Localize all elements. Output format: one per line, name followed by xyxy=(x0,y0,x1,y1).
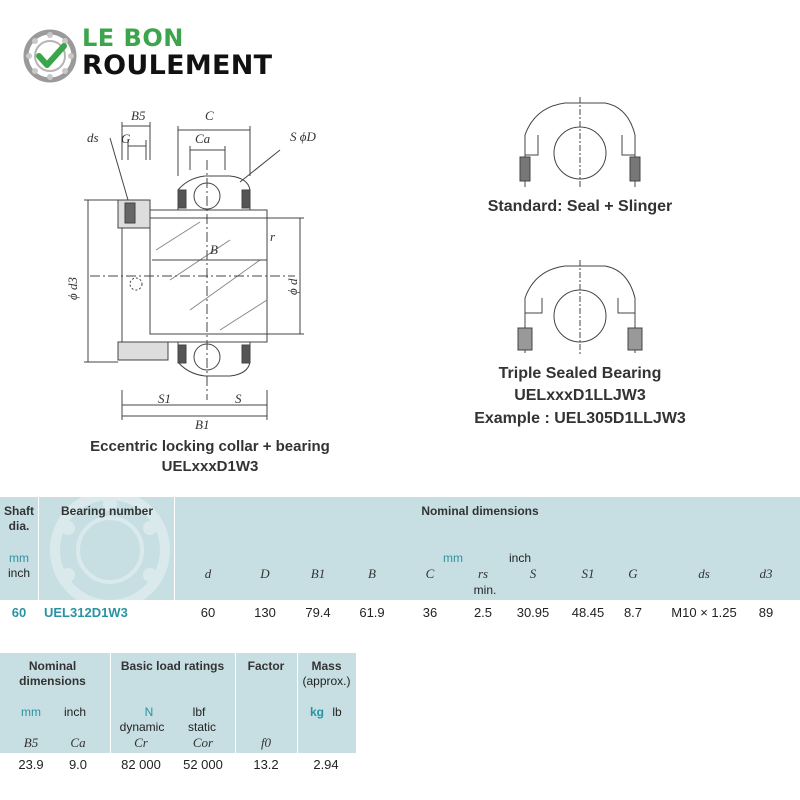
table1-nominal-dimensions-label: Nominal dimensions xyxy=(421,504,539,518)
table1-value-1: 130 xyxy=(254,605,276,620)
table1-header-band xyxy=(0,497,800,600)
label-b5: B5 xyxy=(131,108,146,123)
table2-approx-label: (approx.) xyxy=(302,674,351,688)
table2-nominal-label: Nominal xyxy=(28,659,77,673)
table2-symbol-2: Cr xyxy=(134,735,148,750)
table1-symbol-3: B xyxy=(368,566,376,581)
label-c: C xyxy=(205,108,214,123)
brand-name-line1: LE BON xyxy=(82,24,184,52)
table1-inch-unit: inch xyxy=(7,566,30,580)
label-ds: ds xyxy=(87,130,99,145)
bearing-section-drawing xyxy=(84,122,304,420)
table2-n-unit: N xyxy=(144,705,154,719)
table1-symbol-2: B1 xyxy=(310,566,326,581)
table2-value-2: 82 000 xyxy=(121,757,161,772)
table2-value-4: 13.2 xyxy=(253,757,279,772)
table1-symbol-10: d3 xyxy=(759,566,773,581)
label-r: r xyxy=(270,229,276,244)
table2-mm-unit: mm xyxy=(21,705,41,719)
triple-caption-line3: Example : UEL305D1LLJW3 xyxy=(474,410,686,427)
table2-basic-load-label: Basic load ratings xyxy=(120,659,225,673)
table1-bearing-number-label: Bearing number xyxy=(60,504,153,518)
standard-seal-drawing xyxy=(519,97,641,189)
table1-value-2: 79.4 xyxy=(305,605,331,620)
table2-symbol-3: Cor xyxy=(192,735,214,750)
table2-kg-unit: kg xyxy=(309,705,324,719)
table1-symbol-7: S1 xyxy=(581,566,595,581)
triple-caption-line1: Triple Sealed Bearing xyxy=(498,365,662,382)
table1-mm-unit-right: mm xyxy=(443,551,463,565)
brand-logo-icon xyxy=(23,29,77,83)
table2-lbf-unit: lbf xyxy=(192,705,206,719)
table1-symbol-5: rs xyxy=(477,566,489,581)
table1-symbol-4: C xyxy=(425,566,435,581)
table1-value-9: M10 × 1.25 xyxy=(671,605,737,620)
label-sphid: S ϕD xyxy=(290,129,316,144)
label-phid: ϕ d xyxy=(285,278,300,295)
table2-value-5: 2.94 xyxy=(313,757,339,772)
table1-symbol-1: D xyxy=(260,566,270,581)
table1-value-7: 48.45 xyxy=(571,605,605,620)
table1-symbol-0: d xyxy=(204,566,212,581)
label-phid3: ϕ d3 xyxy=(65,277,80,300)
table2-value-3: 52 000 xyxy=(183,757,223,772)
triple-sealed-drawing xyxy=(517,260,643,356)
table1-bearing-number-value: UEL312D1W3 xyxy=(44,605,128,620)
table2-factor-label: Factor xyxy=(247,659,285,673)
table2-dynamic-label: dynamic xyxy=(119,720,165,734)
table2-divider-2 xyxy=(235,653,236,775)
table2-symbol-0: B5 xyxy=(23,735,39,750)
triple-caption-line2: UELxxxD1LLJW3 xyxy=(514,387,646,404)
table1-divider-2 xyxy=(174,497,175,623)
table1-value-10: 89 xyxy=(758,605,774,620)
table1-value-8: 8.7 xyxy=(623,605,643,620)
table1-dia-label: dia. xyxy=(8,519,30,533)
table1-divider-1 xyxy=(38,497,39,623)
table2-header-band xyxy=(0,653,356,753)
label-b1: B1 xyxy=(195,417,210,432)
table2-static-label: static xyxy=(187,720,216,734)
standard-caption: Standard: Seal + Slinger xyxy=(487,198,673,215)
label-s: S xyxy=(235,391,242,406)
main-drawing-caption-line2: UELxxxD1W3 xyxy=(161,458,259,475)
table1-value-3: 61.9 xyxy=(359,605,385,620)
table1-rs-min-label: min. xyxy=(473,583,497,597)
table1-value-5: 2.5 xyxy=(473,605,493,620)
table1-symbol-6: S xyxy=(529,566,537,581)
table1-mm-unit: mm xyxy=(9,551,29,565)
table1-value-6: 30.95 xyxy=(516,605,550,620)
table2-value-0: 23.9 xyxy=(18,757,44,772)
label-g: G xyxy=(121,131,131,146)
table2-divider-1 xyxy=(110,653,111,775)
label-b: B xyxy=(210,242,218,257)
table2-mass-label: Mass xyxy=(311,659,342,673)
table2-symbol-1: Ca xyxy=(70,735,86,750)
table2-value-1: 9.0 xyxy=(68,757,88,772)
table2-lb-unit: lb xyxy=(332,705,342,719)
table1-symbol-8: G xyxy=(628,566,638,581)
brand-name: LE BON ROULEMENT xyxy=(82,26,272,79)
label-s1: S1 xyxy=(158,391,171,406)
brand-name-line2: ROULEMENT xyxy=(82,50,273,81)
table2-divider-3 xyxy=(297,653,298,775)
table1-shaft-value: 60 xyxy=(11,605,27,620)
table1-symbol-9: ds xyxy=(698,566,710,581)
table1-shaft-label: Shaft xyxy=(4,504,34,518)
table2-inch-unit: inch xyxy=(63,705,86,719)
table1-value-4: 36 xyxy=(422,605,438,620)
table2-symbol-4: f0 xyxy=(260,735,272,750)
table1-value-0: 60 xyxy=(200,605,216,620)
main-drawing-caption-line1: Eccentric locking collar + bearing xyxy=(90,438,330,455)
watermark-bearing-icon xyxy=(50,490,170,600)
table1-inch-unit-right: inch xyxy=(508,551,531,565)
table2-dimensions-label: dimensions xyxy=(19,674,86,688)
label-ca: Ca xyxy=(195,131,211,146)
